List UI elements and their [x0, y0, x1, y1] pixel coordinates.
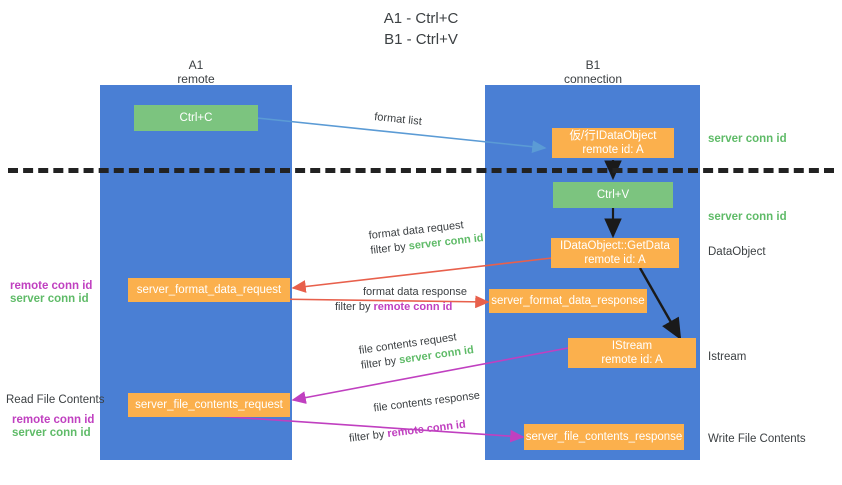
box-ctrl-v: Ctrl+V [553, 182, 673, 208]
box-server-format-data-request-label: server_format_data_request [136, 284, 282, 296]
filter-remote-conn-id-2: remote conn id [386, 418, 467, 441]
box-server-file-contents-response-label: server_file_contents_response [525, 431, 683, 443]
diagram-title: A1 - Ctrl+C B1 - Ctrl+V [0, 8, 842, 50]
box-server-file-contents-request: server_file_contents_request [128, 393, 290, 417]
column-a1-sub: remote [177, 72, 215, 86]
box-idataobject-title: 仮/行IDataObject [569, 130, 657, 142]
filter-remote-conn-id-1: remote conn id [373, 301, 453, 313]
box-server-format-data-response-label: server_format_data_response [491, 295, 645, 307]
column-header-b1: B1 connection [533, 58, 653, 86]
box-server-format-data-request: server_format_data_request [128, 278, 290, 302]
label-remote-conn-id-2: remote conn id [12, 414, 95, 426]
box-server-format-data-response: server_format_data_response [489, 289, 647, 313]
edge-format-data-response-text: format data response [363, 286, 467, 298]
label-remote-conn-id-1: remote conn id [10, 280, 93, 292]
box-ctrl-c: Ctrl+C [134, 105, 258, 131]
box-idataobject-remote-id: remote id: A [582, 144, 644, 156]
title-line-2: B1 - Ctrl+V [384, 31, 458, 48]
filter-by-text-1: filter by [369, 240, 407, 257]
filter-by-text-4: filter by [348, 428, 386, 445]
column-header-a1: A1 remote [136, 58, 256, 86]
box-istream: IStream remote id: A [568, 338, 696, 368]
box-getdata-title: IDataObject::GetData [560, 240, 670, 252]
filter-by-text-3: filter by [360, 354, 398, 372]
edge-label-file-contents-request: file contents request filter by server c… [358, 328, 475, 374]
box-idataobject: 仮/行IDataObject remote id: A [552, 128, 674, 158]
label-write-file-contents: Write File Contents [708, 433, 806, 445]
label-istream: Istream [708, 351, 747, 363]
box-ctrl-v-label: Ctrl+V [596, 189, 630, 201]
label-server-conn-id-mid: server conn id [708, 211, 787, 223]
label-server-conn-id-2: server conn id [12, 427, 91, 439]
column-b1-name: B1 [585, 58, 601, 72]
column-b1-sub: connection [563, 72, 623, 86]
label-dataobject: DataObject [708, 246, 766, 258]
separator-dashed-line [8, 168, 834, 173]
edge-format-list-text: format list [373, 110, 423, 128]
label-server-conn-id-top: server conn id [708, 133, 787, 145]
box-server-file-contents-request-label: server_file_contents_request [135, 399, 283, 411]
title-line-1: A1 - Ctrl+C [383, 10, 459, 27]
label-read-file-contents: Read File Contents [6, 394, 105, 406]
column-a1-name: A1 [188, 58, 204, 72]
box-getdata-remote-id: remote id: A [584, 254, 646, 266]
box-ctrl-c-label: Ctrl+C [179, 112, 213, 124]
label-server-conn-id-1: server conn id [10, 293, 89, 305]
edge-label-format-data-response: format data response filter by remote co… [335, 285, 467, 315]
edge-label-format-list: format list [373, 110, 423, 130]
box-istream-remote-id: remote id: A [601, 354, 663, 366]
edge-label-file-contents-response: file contents response filter by remote … [345, 389, 484, 447]
filter-by-text-2: filter by [335, 301, 371, 313]
box-getdata: IDataObject::GetData remote id: A [551, 238, 679, 268]
box-server-file-contents-response: server_file_contents_response [524, 424, 684, 450]
edge-label-format-data-request: format data request filter by server con… [368, 216, 484, 259]
edge-format-data-response-filter: filter by remote conn id [335, 300, 467, 315]
box-istream-title: IStream [611, 340, 653, 352]
